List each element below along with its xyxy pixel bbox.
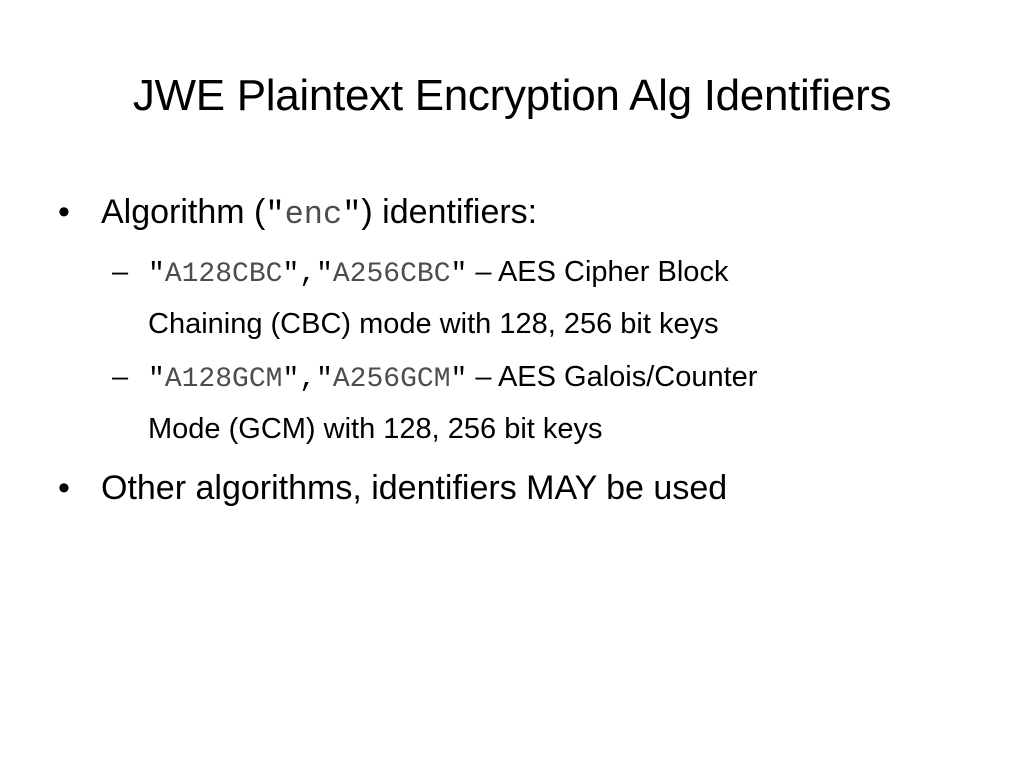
slide-title: JWE Plaintext Encryption Alg Identifiers xyxy=(132,71,892,120)
code-a128gcm: A128GCM xyxy=(164,364,283,395)
bullet-text: Algorithm ("enc") identifiers: xyxy=(101,190,537,237)
code-a256gcm: A256GCM xyxy=(332,364,451,395)
code-separator: , xyxy=(299,259,317,290)
quote-close: " xyxy=(450,364,468,395)
quote-open: " xyxy=(148,259,165,290)
sub-bullet-desc-1: – AES Galois/Counter xyxy=(467,361,758,393)
quote-close: " xyxy=(282,364,300,395)
quote-open: " xyxy=(265,196,285,233)
sub-bullet-dash: – xyxy=(112,256,129,288)
quote-open: " xyxy=(316,259,333,290)
sub-bullet-line-2: Chaining (CBC) mode with 128, 256 bit ke… xyxy=(148,308,719,340)
quote-open: " xyxy=(316,364,333,395)
code-a128cbc: A128CBC xyxy=(164,259,283,290)
bullet-text-after: ) identifiers: xyxy=(361,193,538,231)
code-separator: , xyxy=(299,364,317,395)
code-a256cbc: A256CBC xyxy=(332,259,451,290)
bullet-dot: • xyxy=(58,193,70,231)
sub-bullet-desc-1: – AES Cipher Block xyxy=(467,256,729,288)
quote-close: " xyxy=(342,196,362,233)
sub-bullet-line-1: "A128GCM","A256GCM" – AES Galois/Counter xyxy=(148,351,757,406)
code-enc: enc xyxy=(284,196,343,233)
bullet-text: Other algorithms, identifiers MAY be use… xyxy=(101,469,728,507)
quote-close: " xyxy=(282,259,300,290)
bullet-text-before: Algorithm ( xyxy=(101,193,266,231)
quote-open: " xyxy=(148,364,165,395)
quote-close: " xyxy=(450,259,468,290)
sub-bullet-line-1: "A128CBC","A256CBC" – AES Cipher Block xyxy=(148,246,728,301)
sub-bullet-dash: – xyxy=(112,361,129,393)
sub-bullet-line-2: Mode (GCM) with 128, 256 bit keys xyxy=(148,413,603,445)
bullet-dot: • xyxy=(58,469,70,507)
